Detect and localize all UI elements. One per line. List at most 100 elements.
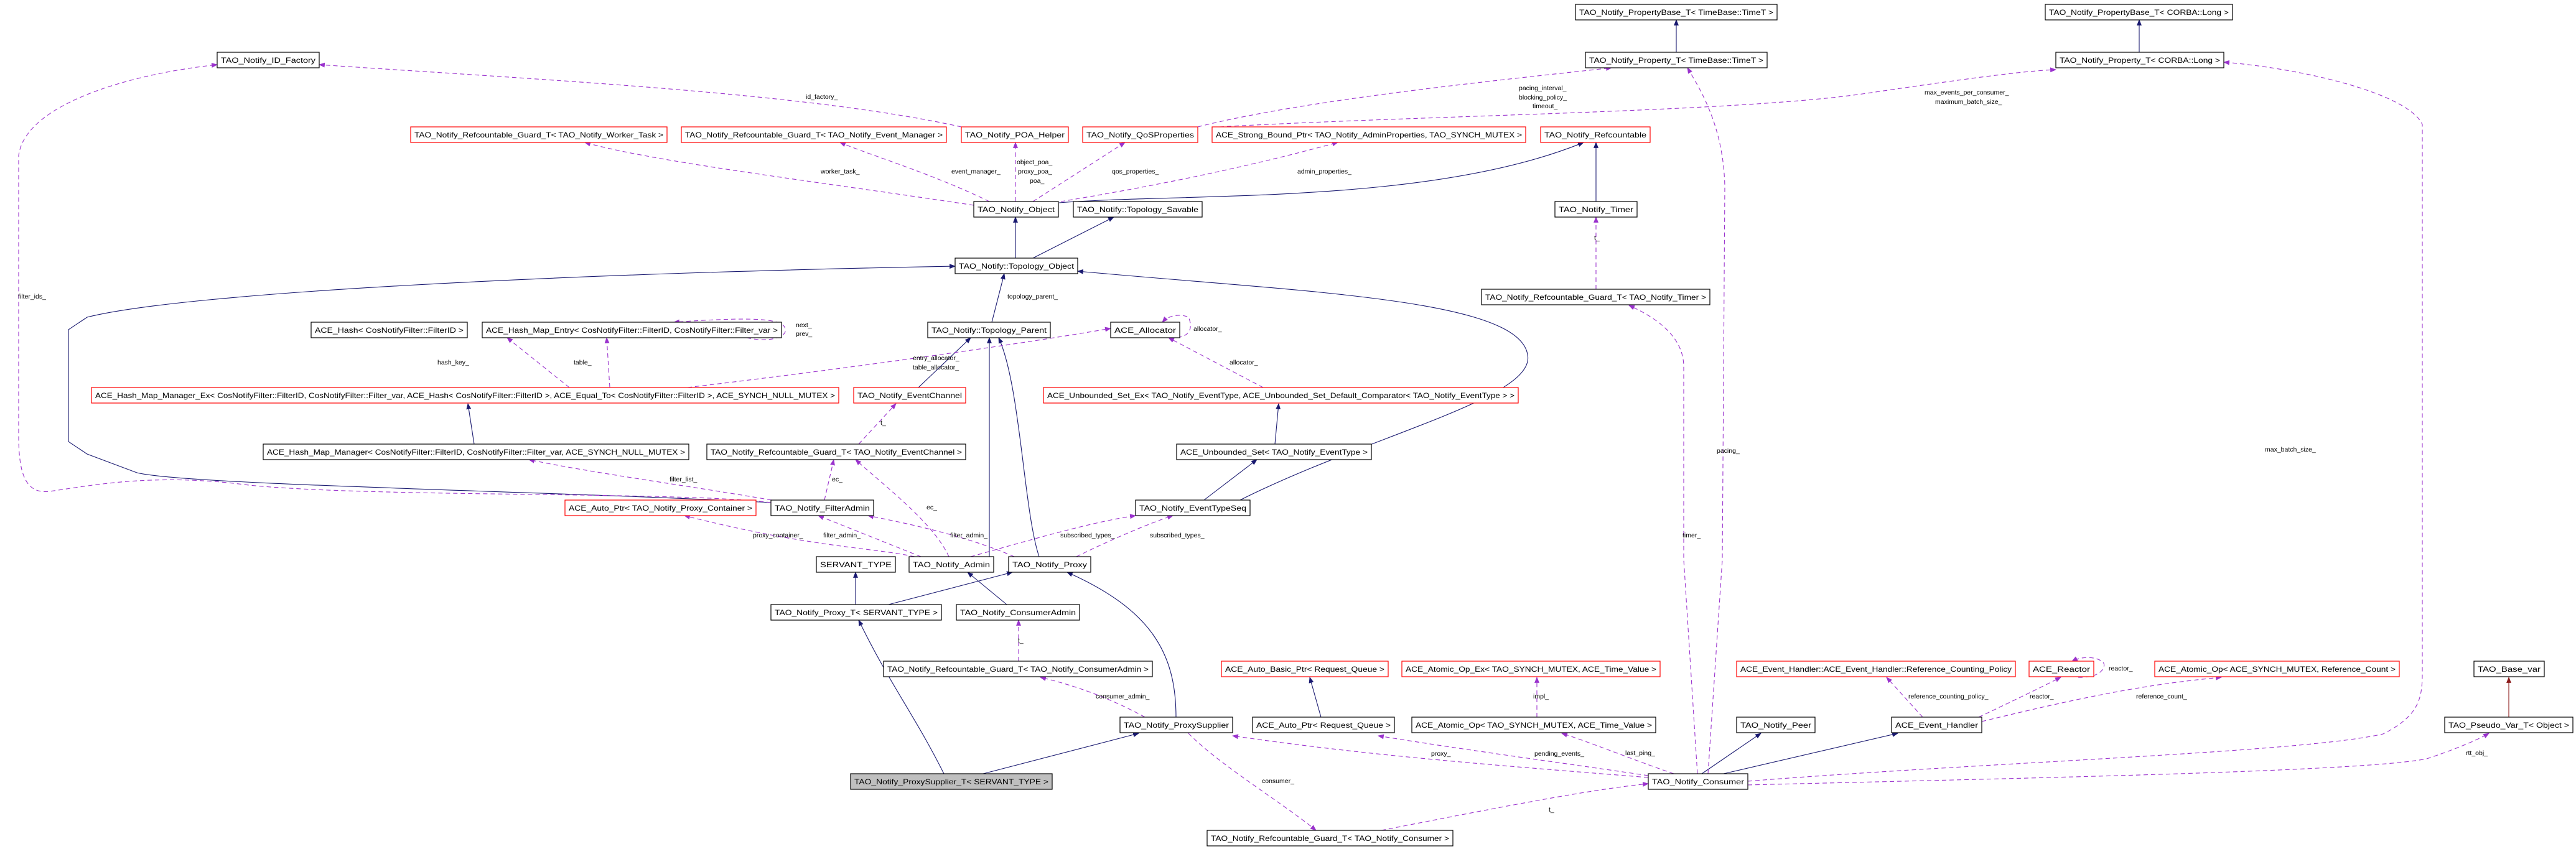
class-node[interactable]: ACE_Hash_Map_Entry< CosNotifyFilter::Fil…	[482, 322, 782, 338]
class-node[interactable]: TAO_Notify_Refcountable	[1540, 126, 1651, 143]
class-node[interactable]: ACE_Allocator	[1110, 322, 1180, 338]
class-node[interactable]: TAO_Notify_EventChannel	[853, 387, 966, 404]
edge-label: next_	[796, 322, 812, 329]
class-node[interactable]: ACE_Event_Handler	[1891, 717, 1982, 733]
usage-edge	[1060, 141, 1338, 202]
edge-label: pending_events_	[1534, 750, 1584, 758]
class-node[interactable]: TAO_Notify_Refcountable_Guard_T< TAO_Not…	[681, 126, 947, 143]
usage-edge	[319, 62, 962, 128]
class-node[interactable]: TAO_Notify::Topology_Savable	[1073, 201, 1203, 218]
edge-label: impl_	[1533, 693, 1549, 700]
inheritance-edge	[1274, 403, 1281, 445]
usage-edge	[1747, 60, 2423, 782]
class-node-box	[2028, 661, 2094, 677]
class-node-label: TAO_Notify_POA_Helper	[965, 131, 1065, 139]
class-node[interactable]: ACE_Atomic_Op< ACE_SYNCH_MUTEX, Referenc…	[2154, 661, 2400, 677]
class-node[interactable]: TAO_Notify_EventTypeSeq	[1135, 499, 1251, 516]
class-node-focus[interactable]: TAO_Notify_ProxySupplier_T< SERVANT_TYPE…	[850, 773, 1053, 790]
class-node-box	[1554, 201, 1638, 218]
class-node-box	[954, 257, 1078, 274]
class-node[interactable]: ACE_Hash_Map_Manager< CosNotifyFilter::F…	[263, 443, 689, 460]
class-node[interactable]: ACE_Unbounded_Set< TAO_Notify_EventType …	[1176, 443, 1372, 460]
edge-label: ec_	[926, 504, 937, 511]
class-node[interactable]: TAO_Notify_ProxySupplier	[1119, 717, 1233, 733]
class-node[interactable]: TAO_Notify::Topology_Object	[954, 257, 1078, 274]
class-node[interactable]: TAO_Notify_FilterAdmin	[770, 499, 874, 516]
class-node[interactable]: TAO_Notify_Refcountable_Guard_T< TAO_Not…	[706, 443, 966, 460]
edge-label: proxy_	[1431, 750, 1451, 758]
class-node[interactable]: TAO_Notify_Property_T< TimeBase::TimeT >	[1585, 52, 1768, 68]
class-node-label: TAO_Notify_Proxy_T< SERVANT_TYPE >	[775, 608, 938, 617]
class-node[interactable]: ACE_Auto_Ptr< TAO_Notify_Proxy_Container…	[564, 499, 757, 516]
class-node[interactable]: ACE_Reactor	[2028, 661, 2094, 677]
class-node[interactable]: TAO_Notify_Refcountable_Guard_T< TAO_Not…	[1206, 830, 1454, 847]
class-node-box	[1540, 126, 1651, 143]
class-node-label: TAO_Notify_Refcountable_Guard_T< TAO_Not…	[1211, 834, 1449, 843]
class-node[interactable]: ACE_Hash< CosNotifyFilter::FilterID >	[310, 322, 468, 338]
class-node-label: ACE_Auto_Ptr< TAO_Notify_Proxy_Container…	[569, 504, 752, 513]
edge-label: entry_allocator_	[913, 355, 959, 362]
class-node[interactable]: ACE_Unbounded_Set_Ex< TAO_Notify_EventTy…	[1043, 387, 1519, 404]
edge-label: reference_counting_policy_	[1908, 693, 1989, 700]
edge-label: reactor_	[2109, 665, 2133, 672]
class-node[interactable]: ACE_Event_Handler::ACE_Event_Handler::Re…	[1736, 661, 2016, 677]
class-node[interactable]: ACE_Auto_Basic_Ptr< Request_Queue >	[1221, 661, 1389, 677]
edge-label: filter_admin_	[950, 532, 987, 539]
class-node[interactable]: TAO_Notify_Peer	[1736, 717, 1816, 733]
class-node[interactable]: TAO_Notify_Property_T< CORBA::Long >	[2055, 52, 2224, 68]
class-node[interactable]: TAO_Notify_Refcountable_Guard_T< TAO_Not…	[410, 126, 668, 143]
class-node-box	[1891, 717, 1982, 733]
inheritance-edge	[68, 264, 956, 503]
inheritance-edge	[982, 732, 1139, 774]
class-node[interactable]: TAO_Notify_Refcountable_Guard_T< TAO_Not…	[1481, 289, 1710, 305]
class-node[interactable]: ACE_Strong_Bound_Ptr< TAO_Notify_AdminPr…	[1211, 126, 1526, 143]
usage-edge	[1162, 315, 1191, 338]
class-node[interactable]: TAO_Notify_Proxy_T< SERVANT_TYPE >	[770, 604, 942, 621]
inheritance-edge	[1203, 459, 1258, 501]
class-node-box	[263, 443, 689, 460]
class-node[interactable]: TAO_Notify_ID_Factory	[217, 52, 320, 68]
class-node[interactable]: TAO_Notify_Proxy	[1008, 556, 1091, 573]
edge-label: topology_parent_	[1007, 293, 1058, 300]
class-node-label: TAO_Notify_Refcountable_Guard_T< TAO_Not…	[1485, 293, 1706, 302]
class-node[interactable]: TAO_Notify_Consumer	[1648, 773, 1748, 790]
class-node[interactable]: TAO_Notify_POA_Helper	[961, 126, 1069, 143]
class-node-box	[1043, 387, 1519, 404]
class-node[interactable]: TAO_Notify_ConsumerAdmin	[956, 604, 1080, 621]
class-node[interactable]: ACE_Hash_Map_Manager_Ex< CosNotifyFilter…	[91, 387, 839, 404]
usage-edge	[1219, 67, 2056, 128]
class-node-label: ACE_Hash< CosNotifyFilter::FilterID >	[315, 326, 464, 335]
class-node-label: TAO_Notify_Refcountable_Guard_T< TAO_Not…	[414, 131, 663, 139]
class-node[interactable]: SERVANT_TYPE	[816, 556, 896, 573]
class-node[interactable]: TAO_Notify_Object	[973, 201, 1059, 218]
edge-label: t_	[1594, 234, 1600, 242]
inheritance-edge	[858, 619, 945, 774]
class-node[interactable]: TAO_Notify_PropertyBase_T< TimeBase::Tim…	[1575, 4, 1778, 21]
usage-edge	[1687, 67, 1725, 774]
edge-label: reference_count_	[2136, 693, 2187, 700]
class-node[interactable]: TAO_Notify_QoSProperties	[1082, 126, 1198, 143]
edges-layer	[18, 19, 2511, 831]
class-node-box	[217, 52, 320, 68]
class-node[interactable]: TAO_Notify::Topology_Parent	[927, 322, 1051, 338]
class-node[interactable]: TAO_Notify_Timer	[1554, 201, 1638, 218]
usage-edge	[970, 514, 1136, 557]
class-node[interactable]: TAO_Base_var	[2473, 661, 2545, 677]
class-node[interactable]: ACE_Atomic_Op_Ex< TAO_SYNCH_MUTEX, ACE_T…	[1401, 661, 1661, 677]
class-node-box	[1648, 773, 1748, 790]
inheritance-edge	[998, 337, 1040, 557]
edge-label: qos_properties_	[1112, 168, 1159, 175]
class-node[interactable]: TAO_Notify_PropertyBase_T< CORBA::Long >	[2045, 4, 2233, 21]
edge-label: object_poa_	[1017, 159, 1052, 166]
class-node[interactable]: TAO_Pseudo_Var_T< Object >	[2444, 717, 2574, 733]
class-node[interactable]: ACE_Auto_Ptr< Request_Queue >	[1252, 717, 1395, 733]
usage-edge	[1747, 733, 2490, 786]
edge-label: proxy_poa_	[1018, 168, 1052, 175]
class-node[interactable]: ACE_Atomic_Op< TAO_SYNCH_MUTEX, ACE_Time…	[1411, 717, 1656, 733]
class-node[interactable]: TAO_Notify_Refcountable_Guard_T< TAO_Not…	[883, 661, 1153, 677]
usage-edge	[1168, 337, 1264, 388]
class-node-label: TAO_Notify_ProxySupplier	[1124, 721, 1229, 730]
class-node[interactable]: TAO_Notify_Admin	[908, 556, 994, 573]
